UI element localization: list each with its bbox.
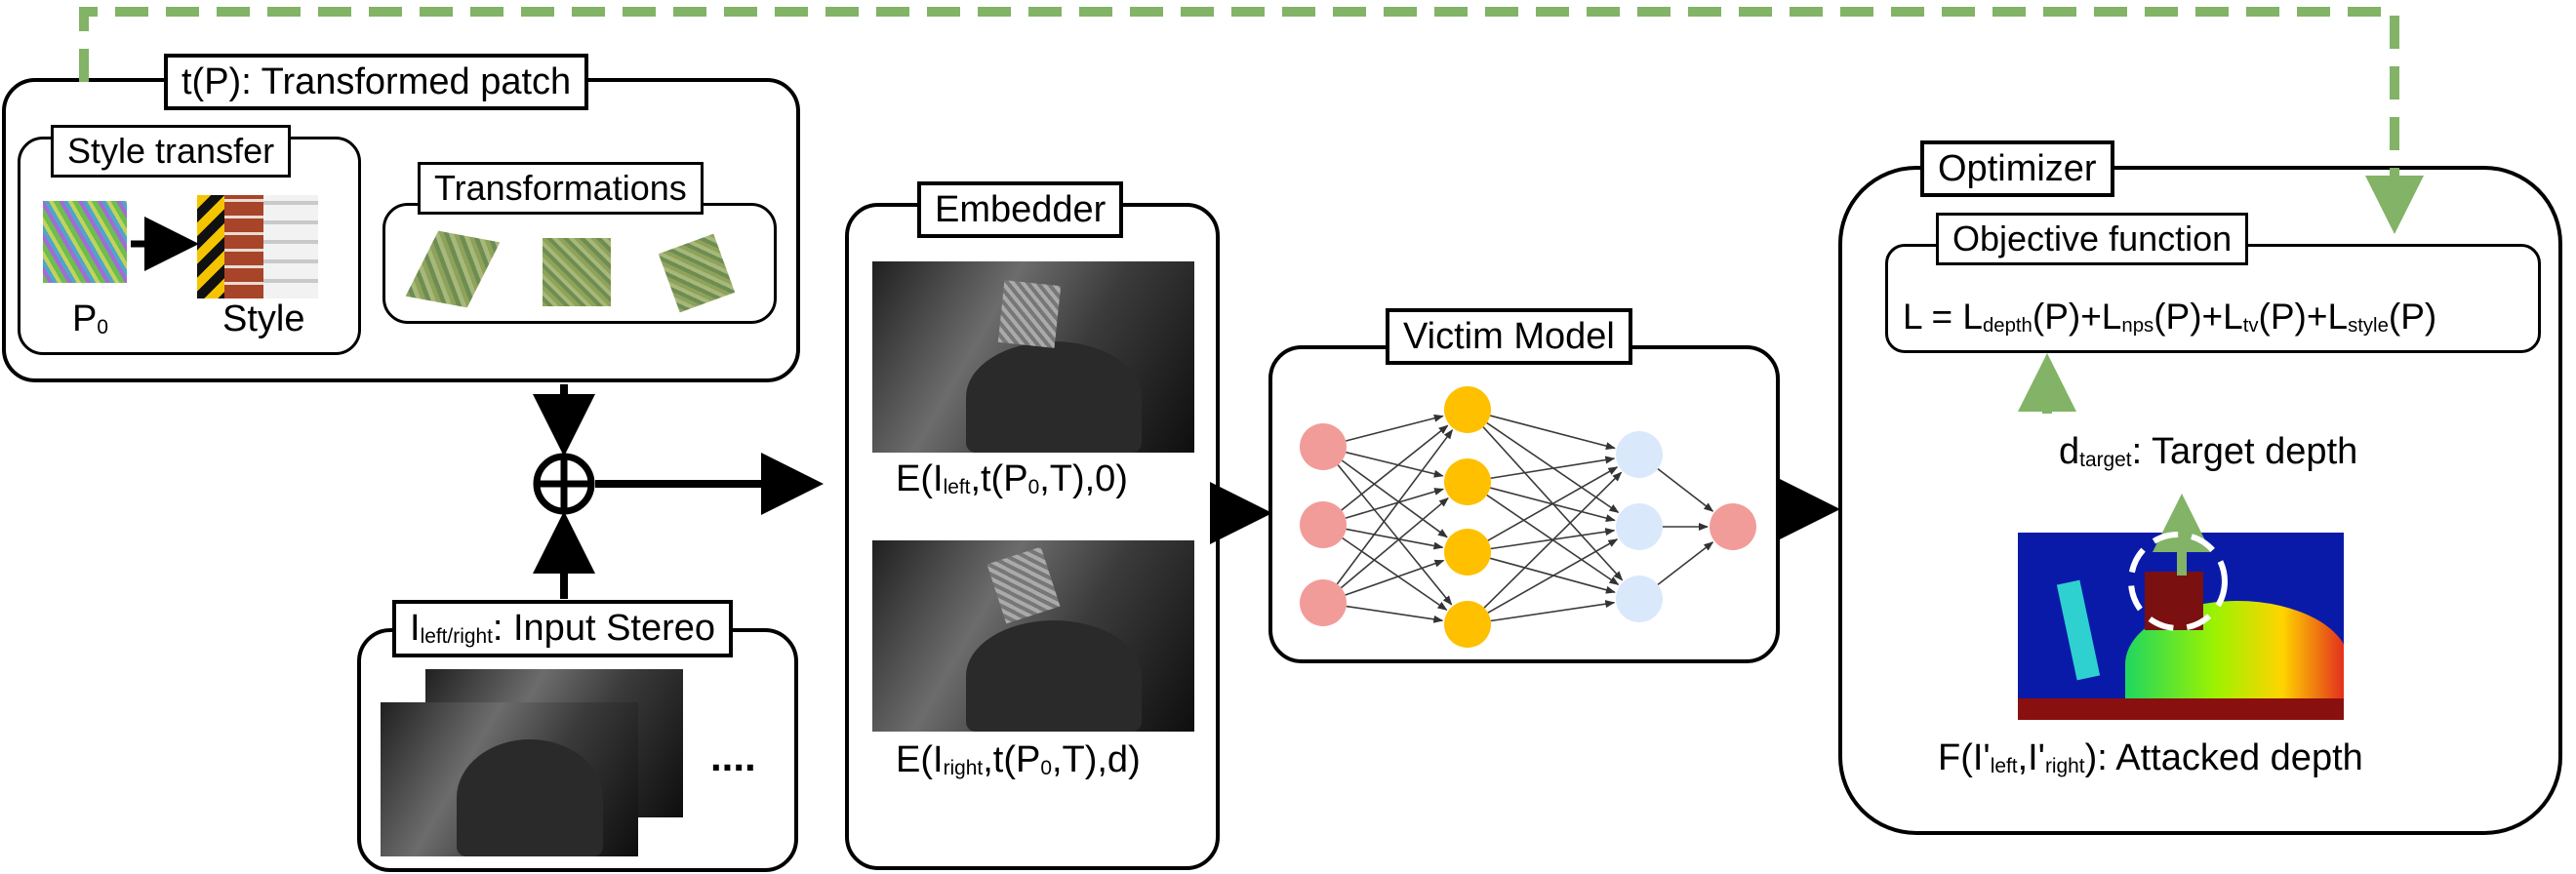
target-depth-label: dtarget: Target depth [2059, 431, 2358, 472]
network-edge [1657, 468, 1714, 512]
attacked-depth-label: F(I'left,I'right): Attacked depth [1938, 737, 2363, 778]
stereo-ellipsis: .... [710, 734, 756, 779]
network-edge [1487, 538, 1619, 614]
embedder-eq-right: E(Iright,t(P0,T),d) [896, 739, 1141, 780]
network-edge [1490, 456, 1616, 480]
input-node [1300, 579, 1347, 626]
input-stereo-title: Ileft/right: Input Stereo [392, 600, 734, 658]
embedder-title: Embedder [917, 181, 1124, 238]
network-edge [1657, 541, 1714, 585]
embedder-eq-left: E(Ileft,t(P0,T),0) [896, 458, 1128, 499]
network-edge [1487, 466, 1619, 541]
hidden-node-a [1444, 601, 1491, 648]
neural-network [1300, 386, 1756, 648]
feedback-arrow [79, 7, 2424, 234]
noise-patch-image [43, 201, 127, 283]
p0-label: P0 [72, 298, 108, 339]
embedder-image-left [872, 261, 1194, 453]
network-edge [1342, 536, 1448, 611]
embedder-image-right [872, 540, 1194, 732]
victim-model-title: Victim Model [1386, 308, 1632, 365]
style-image [197, 195, 318, 298]
transformations-title: Transformations [418, 162, 704, 215]
network-edge [1340, 497, 1449, 589]
network-edge [1345, 488, 1445, 519]
transformed-patch-2 [543, 238, 611, 306]
hidden-node-b [1616, 431, 1663, 478]
hidden-node-a [1444, 529, 1491, 576]
network-edge [1346, 451, 1444, 478]
objective-function-title: Objective function [1936, 213, 2249, 265]
network-edge [1341, 459, 1448, 538]
hidden-node-a [1444, 458, 1491, 505]
loss-equation: L = Ldepth(P)+Lnps(P)+Ltv(P)+Lstyle(P) [1903, 297, 2437, 338]
network-edge [1341, 424, 1449, 511]
network-edge [1336, 429, 1454, 585]
hidden-node-b [1616, 503, 1663, 550]
network-edge [1346, 528, 1444, 550]
output-node [1710, 503, 1756, 550]
style-transfer-title: Style transfer [51, 125, 292, 178]
style-label: Style [222, 298, 305, 339]
network-edge [1490, 415, 1616, 451]
network-edge [1345, 559, 1445, 596]
network-edge [1346, 414, 1444, 442]
transformed-patch-title: t(P): Transformed patch [164, 54, 589, 110]
input-node [1300, 423, 1347, 470]
stereo-image-front [381, 702, 638, 856]
hidden-node-b [1616, 576, 1663, 622]
network-edge [1346, 605, 1444, 623]
victim-model-box [1268, 345, 1780, 663]
optimizer-title: Optimizer [1920, 140, 2114, 197]
hidden-node-a [1444, 386, 1491, 433]
network-edge [1483, 471, 1623, 609]
network-edge [1490, 600, 1616, 622]
input-node [1300, 501, 1347, 548]
patch-highlight-circle [2128, 532, 2228, 631]
network-edge [1337, 464, 1453, 606]
combiner-icon [533, 453, 595, 515]
